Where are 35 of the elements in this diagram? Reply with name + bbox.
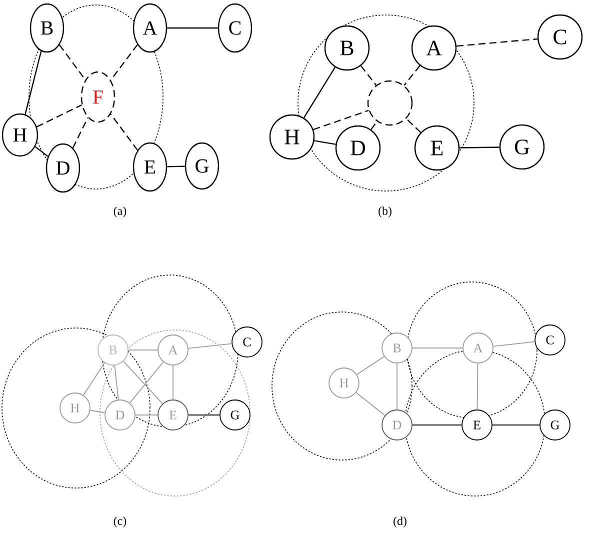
dashed-connector [110,44,138,80]
connector-line [188,343,232,349]
connector-line [129,362,164,404]
dashed-connector [313,110,369,130]
panel-caption: (a) [114,206,126,218]
connector-line [167,27,218,29]
connector-line [34,146,48,157]
connector-line [460,146,500,148]
connector-line [314,140,336,145]
dashed-connector [72,117,88,148]
dashed-connector [404,65,420,86]
connector-line [396,363,398,410]
panel-caption: (c) [114,516,126,528]
connector-line [24,50,42,114]
connector-line [135,414,158,416]
dashed-connector [58,44,86,80]
dashed-connector [110,114,138,151]
connector-line [188,414,220,416]
connector-line [167,166,185,168]
dashed-circle [367,80,413,126]
dashed-connector [36,104,82,128]
connector-line [83,362,105,396]
connector-line [90,410,106,414]
connector-line [303,66,336,118]
connector-line [356,392,386,416]
connector-line [356,356,385,375]
dashed-connector [360,65,377,86]
connector-line [114,364,119,400]
connector-line [123,360,163,404]
panel-caption: (d) [394,516,406,528]
panel-caption: (b) [378,206,392,218]
dashed-connector [406,118,422,133]
connector-line [172,365,174,400]
dashed-connector [456,38,538,47]
dashed-connector [370,121,378,130]
